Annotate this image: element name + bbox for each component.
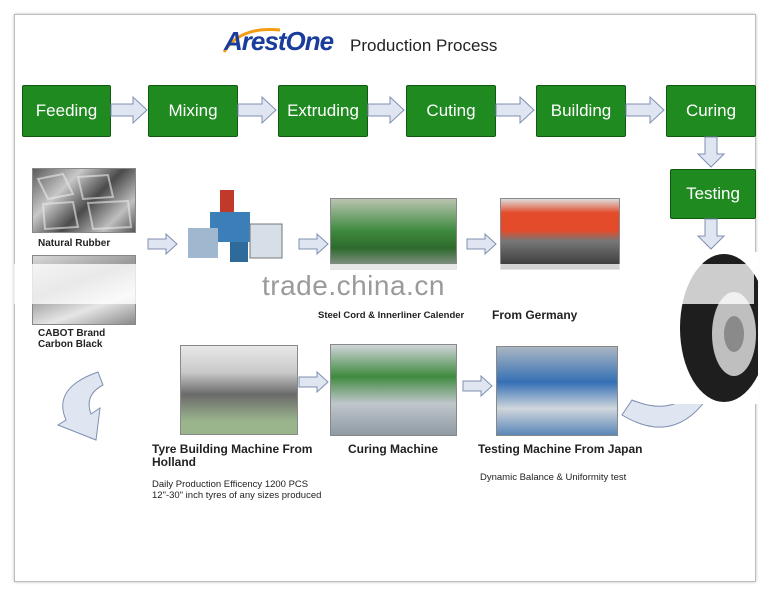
caption-carbon-black-2: Carbon Black [38, 339, 103, 350]
logo-swoosh-icon [222, 27, 281, 53]
logo-text: ArestOne [224, 26, 334, 56]
arrow-right-icon [110, 95, 148, 125]
curved-arrow-icon [56, 371, 104, 441]
arrow-right-icon [298, 232, 329, 256]
caption-efficiency-2: 12"-30" inch tyres of any sizes produced [152, 490, 322, 501]
arrow-down-icon [696, 136, 726, 168]
rubber-bales-icon [36, 172, 133, 231]
caption-testing-note: Dynamic Balance & Uniformity test [480, 472, 627, 483]
arrow-right-icon [367, 95, 405, 125]
logo: ArestOne [220, 22, 342, 58]
step-cuting: Cuting [406, 85, 496, 137]
step-mixing: Mixing [148, 85, 238, 137]
cutter-photo [500, 198, 620, 270]
caption-germany: From Germany [492, 308, 578, 322]
caption-natural-rubber: Natural Rubber [38, 238, 111, 249]
caption-calender: Steel Cord & Innerliner Calender [318, 310, 465, 321]
arrow-right-icon [147, 232, 178, 256]
caption-building-machine-1: Tyre Building Machine From [152, 442, 313, 456]
arrow-down-icon [696, 218, 726, 250]
page-title: Production Process [350, 36, 498, 55]
curing-machine-photo [330, 344, 457, 436]
caption-building-machine-2: Holland [152, 455, 196, 469]
arrow-right-icon [298, 370, 329, 394]
arrow-right-icon [495, 95, 535, 125]
mixer-photo [180, 188, 290, 266]
testing-machine-photo [496, 346, 618, 436]
step-testing: Testing [670, 169, 756, 219]
step-curing: Curing [666, 85, 756, 137]
arrow-right-icon [462, 374, 493, 398]
step-extruding: Extruding [278, 85, 368, 137]
caption-carbon-black-1: CABOT Brand [38, 328, 106, 339]
step-building: Building [536, 85, 626, 137]
arrow-right-icon [625, 95, 665, 125]
calender-photo [330, 198, 457, 270]
watermark-text: trade.china.cn [262, 270, 445, 301]
tyre-building-machine-photo [180, 345, 298, 435]
caption-curing-machine: Curing Machine [348, 442, 439, 456]
watermark-band [14, 264, 754, 304]
arrow-right-icon [237, 95, 277, 125]
arrow-right-icon [466, 232, 497, 256]
caption-efficiency-1: Daily Production Efficency 1200 PCS [152, 479, 309, 490]
caption-testing-machine: Testing Machine From Japan [478, 442, 643, 456]
natural-rubber-photo [32, 168, 136, 233]
mixer-machine-icon [188, 190, 283, 262]
